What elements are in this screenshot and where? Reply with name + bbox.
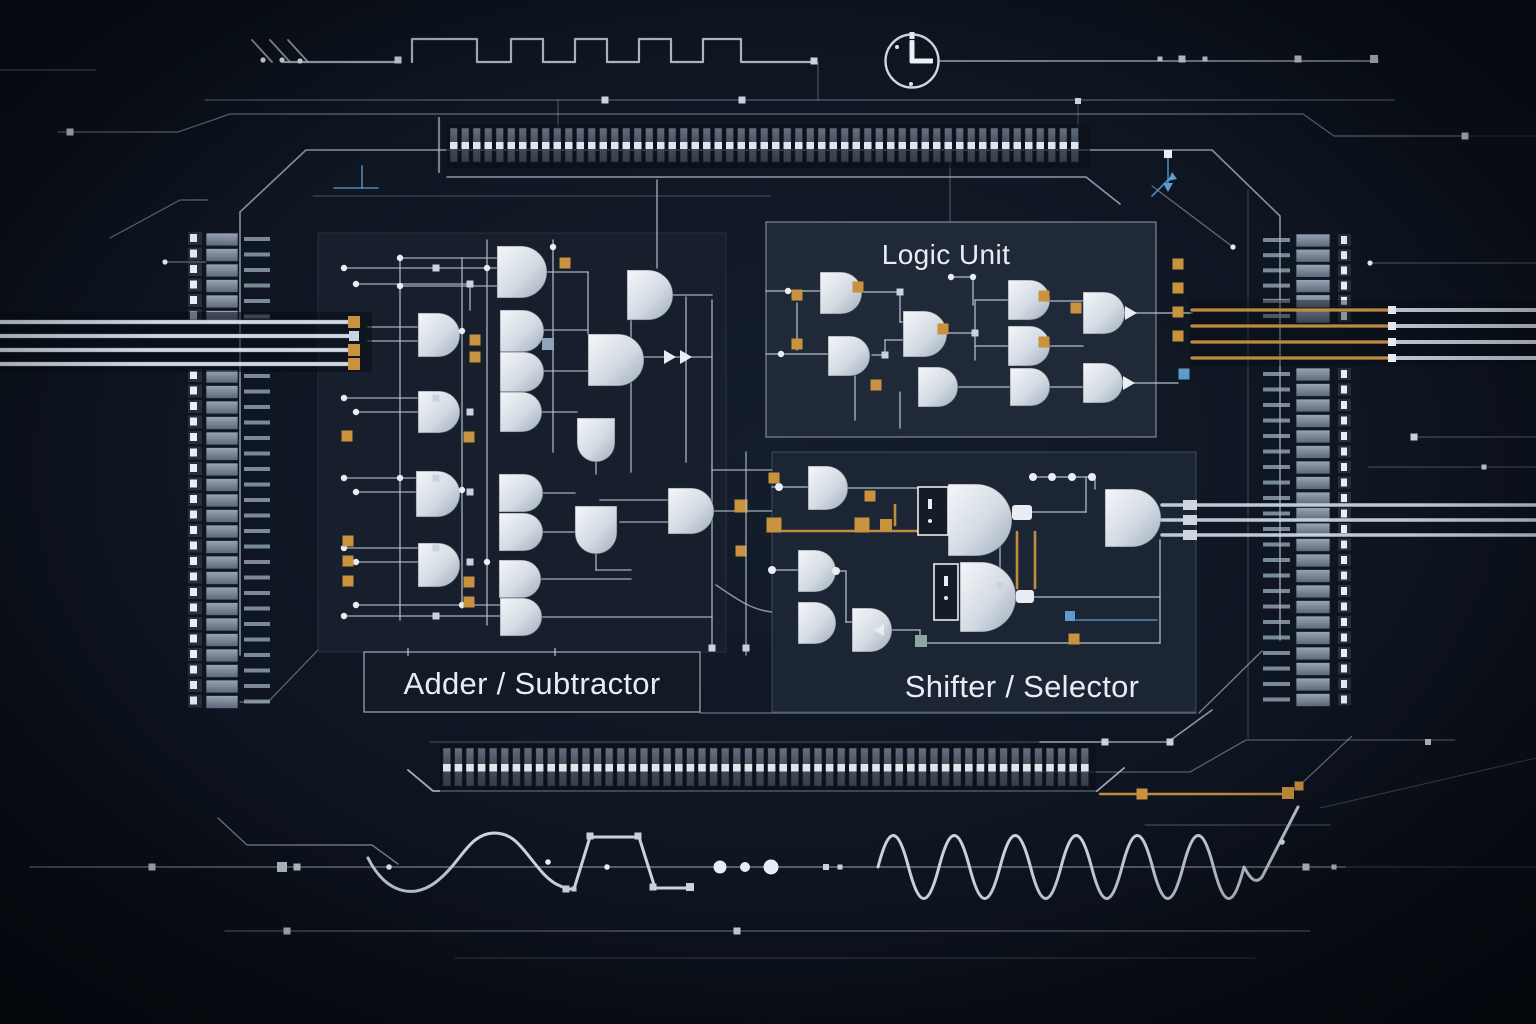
circuit-board-scene: Adder / Subtractor Logic Unit Shifter / … — [0, 0, 1536, 1024]
circuit-illustration: Adder / Subtractor Logic Unit Shifter / … — [0, 0, 1536, 1024]
vignette-overlay — [0, 0, 1536, 1024]
